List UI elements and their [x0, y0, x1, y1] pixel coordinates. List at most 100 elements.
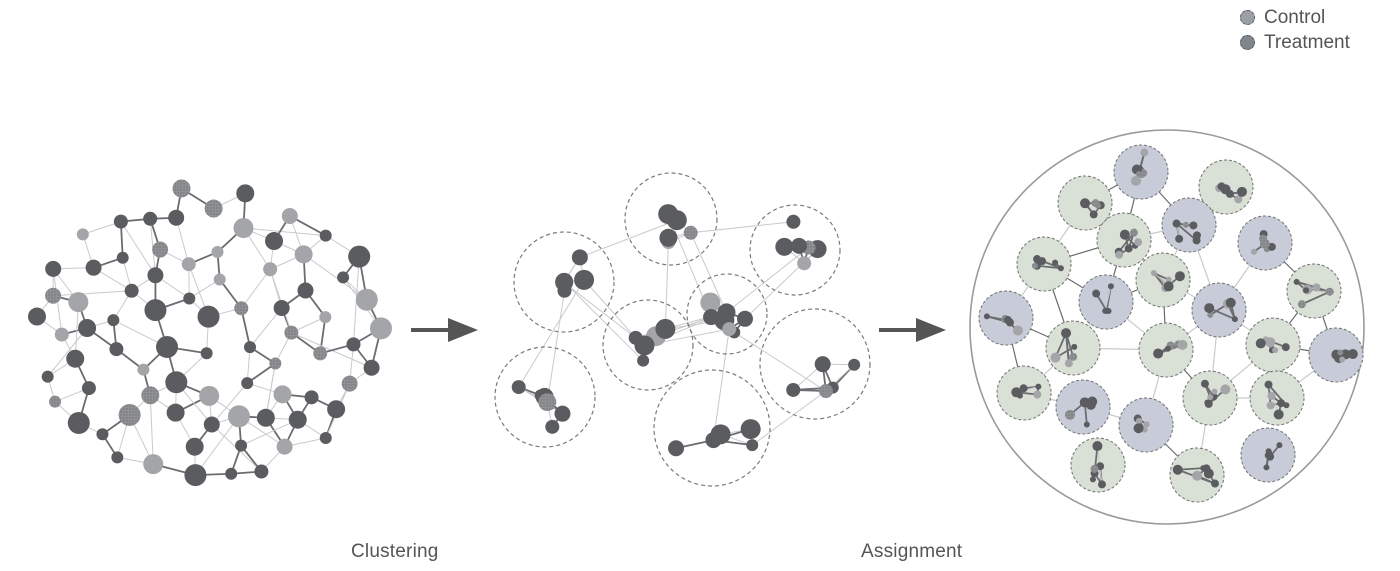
node	[172, 179, 191, 198]
node	[1175, 234, 1184, 243]
node	[197, 305, 220, 328]
node	[211, 246, 224, 259]
node	[786, 214, 801, 229]
edge	[518, 279, 585, 388]
node	[227, 405, 250, 428]
node	[511, 380, 526, 395]
population-circle	[969, 129, 1365, 525]
node	[1165, 276, 1172, 283]
node	[1092, 441, 1103, 452]
node	[1135, 170, 1142, 177]
treatment-cluster	[1191, 282, 1247, 338]
node	[1203, 468, 1214, 479]
node	[141, 386, 160, 405]
node	[144, 299, 167, 322]
cluster-outline	[513, 231, 615, 333]
node	[1124, 244, 1133, 253]
edge	[690, 221, 794, 234]
node	[1207, 311, 1214, 318]
node	[1052, 259, 1059, 266]
node	[1339, 356, 1346, 363]
node	[1220, 384, 1231, 395]
treatment-cluster	[1161, 197, 1217, 253]
node	[363, 359, 380, 376]
node	[775, 237, 794, 256]
control-cluster	[1057, 175, 1113, 231]
treatment-cluster	[1055, 379, 1111, 435]
assignment-caption: Assignment	[861, 541, 963, 562]
node	[791, 237, 808, 254]
node	[288, 410, 307, 429]
node	[1129, 228, 1138, 237]
node	[1119, 229, 1130, 240]
node	[554, 405, 571, 422]
node	[659, 228, 678, 247]
node	[200, 347, 213, 360]
node	[1085, 399, 1096, 410]
edge	[249, 307, 283, 348]
node	[181, 257, 196, 272]
cluster-outline	[759, 308, 871, 420]
edge	[664, 242, 669, 329]
node	[1035, 383, 1042, 390]
node	[1174, 271, 1185, 282]
node	[369, 317, 392, 340]
node	[185, 437, 204, 456]
node	[1183, 221, 1190, 228]
edge	[175, 217, 190, 265]
node	[1272, 347, 1279, 354]
node	[1083, 421, 1090, 428]
arrow-icon	[879, 318, 946, 342]
control-cluster	[1045, 320, 1101, 376]
node	[1012, 325, 1023, 336]
node	[1297, 300, 1306, 309]
node	[1133, 423, 1144, 434]
node	[45, 287, 62, 304]
node	[1236, 186, 1247, 197]
treatment-swatch-icon	[1240, 35, 1255, 50]
node	[1172, 219, 1181, 228]
node	[294, 245, 313, 264]
node	[319, 229, 332, 242]
edge	[563, 281, 644, 362]
node	[1207, 394, 1214, 401]
node	[1259, 234, 1268, 243]
node	[67, 411, 90, 434]
edge	[690, 232, 727, 313]
edge	[583, 279, 637, 339]
node	[107, 314, 120, 327]
node	[637, 354, 650, 367]
cluster-outline	[494, 346, 596, 448]
node	[109, 342, 124, 357]
node	[143, 454, 164, 475]
node	[41, 370, 54, 383]
node	[1337, 349, 1344, 356]
node	[1094, 202, 1101, 209]
node	[297, 282, 314, 299]
node	[235, 439, 248, 452]
edge	[712, 329, 730, 441]
node	[1312, 283, 1321, 292]
node	[1189, 221, 1198, 230]
control-cluster	[1169, 447, 1225, 503]
edge	[1175, 222, 1198, 242]
node	[1255, 338, 1266, 349]
node	[1217, 182, 1226, 191]
control-cluster	[1096, 212, 1152, 268]
node	[116, 251, 129, 264]
control-cluster	[1198, 159, 1254, 215]
node	[1164, 345, 1171, 352]
control-cluster	[1286, 263, 1342, 319]
node	[1283, 402, 1290, 409]
control-cluster	[1249, 370, 1305, 426]
node	[1273, 409, 1284, 420]
edge	[211, 382, 248, 425]
node	[1097, 480, 1106, 489]
node	[1064, 359, 1073, 368]
node	[1293, 278, 1300, 285]
node	[183, 292, 196, 305]
treatment-cluster	[1118, 397, 1174, 453]
node	[276, 438, 293, 455]
treatment-cluster	[1308, 327, 1364, 383]
node	[1267, 242, 1276, 251]
